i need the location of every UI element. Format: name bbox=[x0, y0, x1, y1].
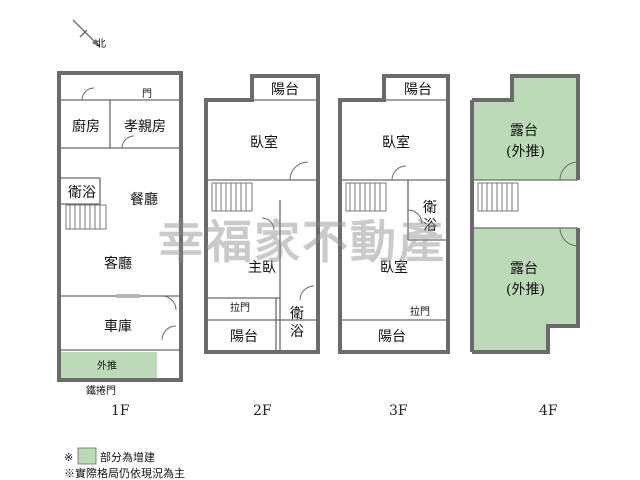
floor-1f-extension-label: 外推 bbox=[97, 359, 117, 372]
floor-1f-bathroom-label: 衛浴 bbox=[68, 185, 96, 201]
floor-4f-terrace-bottom-area bbox=[472, 228, 578, 352]
floor-2f-sliding-door-label: 拉門 bbox=[230, 301, 250, 314]
floor-2f-balcony-bottom-label: 陽台 bbox=[230, 329, 258, 345]
legend-note: ※實際格局仍依現況為主 bbox=[64, 466, 185, 480]
floor-1f-rolling-door-label: 鐵捲門 bbox=[86, 384, 116, 397]
floor-3f-bathroom-label-1: 衛 bbox=[423, 200, 437, 216]
floor-1f-dining-label: 餐廳 bbox=[130, 191, 158, 208]
compass-icon: 北 bbox=[72, 19, 106, 50]
legend-swatch-text: 部分為增建 bbox=[100, 450, 155, 464]
floor-4f-terrace-top-label-1: 露台 bbox=[510, 123, 538, 139]
legend-swatch bbox=[77, 447, 97, 465]
floor-1f-label: 1F bbox=[111, 403, 130, 419]
floor-1f-plan: 門 廚房 孝親房 衛浴 餐廳 客廳 車庫 外推 鐵捲門 1F bbox=[57, 71, 183, 419]
north-label: 北 bbox=[96, 38, 106, 50]
floor-3f-balcony-bottom-label: 陽台 bbox=[378, 329, 406, 345]
floor-1f-elder-room-label: 孝親房 bbox=[124, 119, 166, 135]
floor-3f-balcony-top-label: 陽台 bbox=[404, 82, 432, 98]
floor-1f-kitchen-label: 廚房 bbox=[72, 118, 100, 135]
floor-2f-master-bedroom-label: 主臥 bbox=[248, 260, 276, 276]
floor-4f-terrace-top-label-2: (外推) bbox=[506, 144, 545, 160]
watermark-text: 幸福家不動產 bbox=[158, 215, 446, 269]
floor-2f-bathroom-label-1: 衛 bbox=[290, 306, 304, 322]
floor-1f-garage-label: 車庫 bbox=[104, 318, 132, 335]
floor-2f-bathroom-label-2: 浴 bbox=[290, 324, 304, 340]
floor-3f-sliding-door-label: 拉門 bbox=[410, 305, 430, 318]
floor-1f-extension-area bbox=[61, 352, 157, 378]
floor-2f-bedroom-label: 臥室 bbox=[250, 134, 278, 151]
floor-1f-door-label: 門 bbox=[142, 88, 152, 100]
floor-1f-outline bbox=[57, 71, 183, 382]
floor-2f-label: 2F bbox=[253, 403, 272, 419]
floor-4f-terrace-bottom-label-1: 露台 bbox=[510, 261, 538, 277]
legend-mark: ※ bbox=[64, 451, 73, 464]
floor-4f-label: 4F bbox=[539, 403, 558, 419]
floor-3f-bedroom-bottom-label: 臥室 bbox=[380, 259, 408, 276]
floor-2f-balcony-top-label: 陽台 bbox=[271, 82, 299, 98]
floor-2f-plan: 陽台 臥室 主臥 拉門 陽台 衛 浴 2F bbox=[204, 74, 320, 419]
floor-3f-bathroom-label-2: 浴 bbox=[423, 218, 437, 234]
floor-3f-plan: 陽台 臥室 衛 浴 臥室 拉門 陽台 3F bbox=[338, 74, 450, 419]
floor-4f-plan: 露台 (外推) 露台 (外推) 4F bbox=[470, 74, 580, 419]
floor-3f-bedroom-top-label: 臥室 bbox=[382, 134, 410, 151]
floor-1f-living-label: 客廳 bbox=[104, 255, 132, 272]
floor-4f-terrace-bottom-label-2: (外推) bbox=[506, 282, 545, 298]
legend: ※ 部分為增建 ※實際格局仍依現況為主 bbox=[64, 447, 185, 480]
floor-3f-label: 3F bbox=[389, 403, 408, 419]
